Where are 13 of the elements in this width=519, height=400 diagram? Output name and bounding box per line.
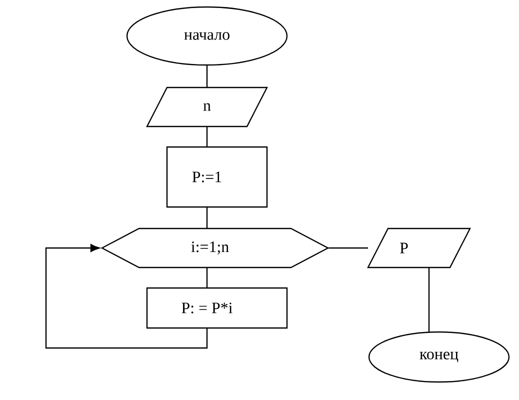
start-oval: начало (126, 6, 288, 66)
connector-line (206, 207, 208, 228)
input-parallelogram: n (146, 86, 268, 128)
arrow (45, 244, 208, 349)
output-parallelogram: P (367, 228, 471, 268)
process-box: P: = P*i (146, 287, 288, 329)
connector-line (206, 65, 208, 88)
process-box: P:=1 (166, 146, 268, 208)
end-oval: конец (368, 331, 510, 383)
connector-line (428, 268, 430, 332)
connector-line (206, 126, 208, 147)
connector-line (206, 268, 208, 288)
connector-line (328, 247, 368, 249)
